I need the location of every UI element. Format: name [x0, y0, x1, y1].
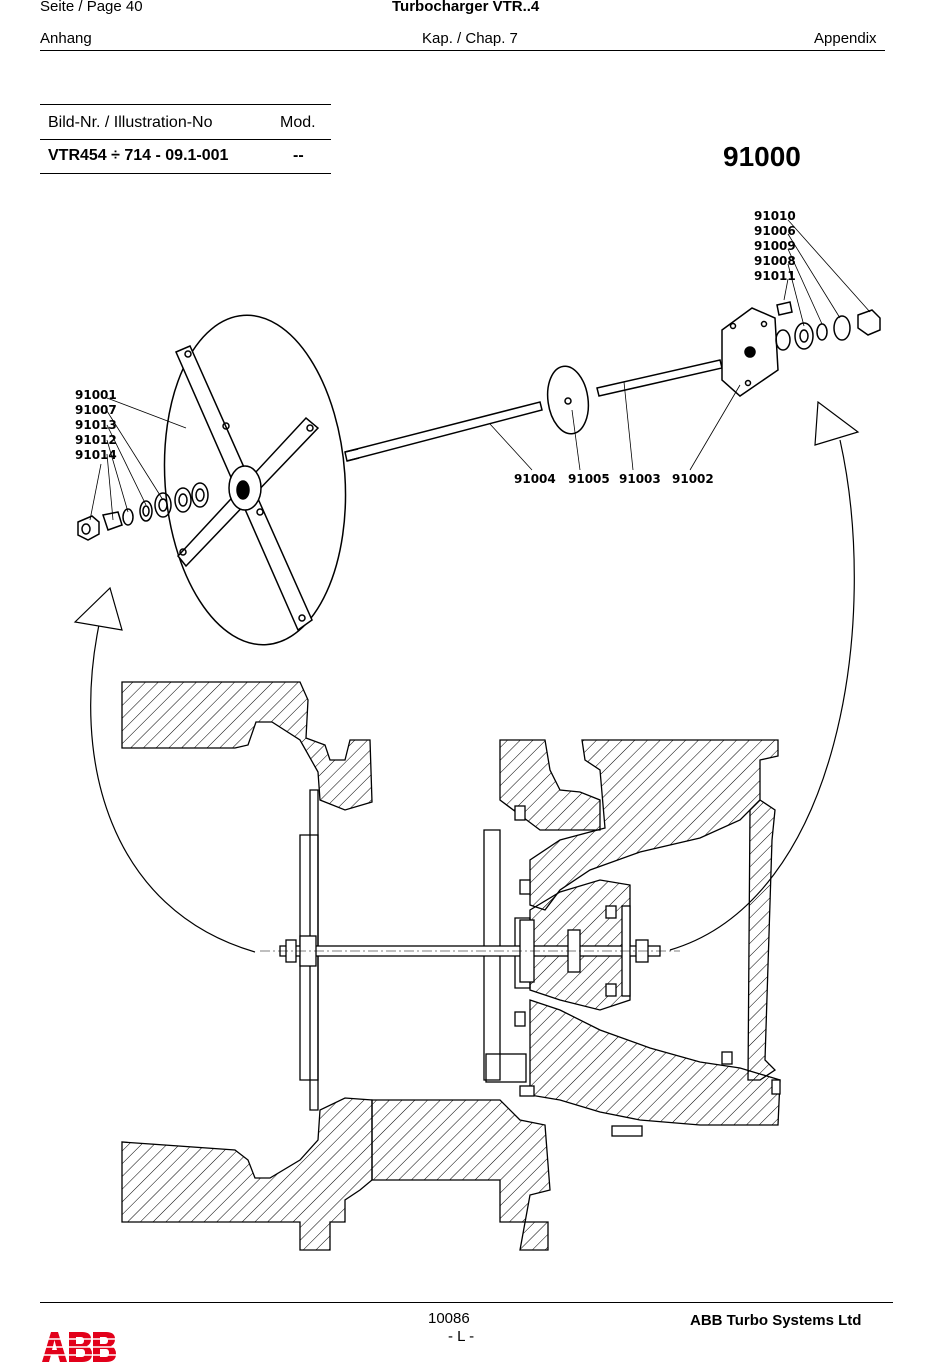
mod-value: -- [293, 147, 304, 164]
right-part-labels: 91010 91006 91009 91008 91011 [754, 209, 796, 283]
table-mid-rule [40, 139, 331, 140]
page-number: Seite / Page 40 [40, 0, 143, 15]
section-appendix: Appendix [814, 30, 877, 47]
page-letter: - L - [448, 1328, 475, 1345]
company-name: ABB Turbo Systems Ltd [690, 1312, 862, 1329]
bottom-part-labels: 91004 91005 91003 91002 [514, 472, 714, 486]
part-label: 91007 [75, 403, 117, 417]
leader-lines [89, 219, 871, 521]
abb-logo [40, 1330, 116, 1364]
section-view [121, 681, 781, 1251]
mod-header: Mod. [280, 114, 316, 131]
table-bottom-rule [40, 173, 331, 174]
chapter-label: Kap. / Chap. 7 [422, 30, 518, 47]
right-fastener-stack [775, 301, 881, 351]
header-rule [40, 50, 885, 51]
removal-arrow-left [90, 619, 256, 953]
table-top-rule [40, 104, 331, 105]
part-label: 91004 [514, 472, 556, 486]
casing-section [121, 1097, 373, 1251]
part-label: 91005 [568, 472, 610, 486]
illustration-no-header: Bild-Nr. / Illustration-No [48, 114, 213, 131]
document-title: Turbocharger VTR..4 [392, 0, 540, 15]
casing-section [371, 1099, 551, 1251]
flange-section [747, 799, 777, 1081]
section-anhang: Anhang [40, 30, 92, 47]
spacer-disk [546, 365, 590, 435]
document-number: 10086 [428, 1310, 470, 1327]
left-part-labels: 91001 91007 91013 91012 91014 [75, 388, 117, 462]
nut [77, 515, 100, 541]
group-number: 91000 [723, 141, 801, 172]
footer-rule [40, 1302, 893, 1303]
part-label: 91010 [754, 209, 796, 223]
exploded-view [73, 219, 881, 953]
nut [857, 309, 881, 336]
installation-arrow-right [669, 439, 855, 951]
illustration-no-value: VTR454 ÷ 714 - 09.1-001 [48, 147, 229, 164]
part-label: 91011 [754, 269, 796, 283]
left-fastener-stack [77, 482, 209, 541]
long-shaft [344, 401, 543, 462]
part-label: 91008 [754, 254, 796, 268]
part-label: 91013 [75, 418, 117, 432]
part-label: 91003 [619, 472, 661, 486]
casing-section [121, 681, 373, 811]
short-shaft [596, 359, 723, 397]
part-label: 91014 [75, 448, 117, 462]
part-label: 91012 [75, 433, 117, 447]
volute-section [529, 739, 779, 911]
volute-section [529, 999, 781, 1126]
part-label: 91002 [672, 472, 714, 486]
part-label: 91006 [754, 224, 796, 238]
part-label: 91009 [754, 239, 796, 253]
part-label: 91001 [75, 388, 117, 402]
